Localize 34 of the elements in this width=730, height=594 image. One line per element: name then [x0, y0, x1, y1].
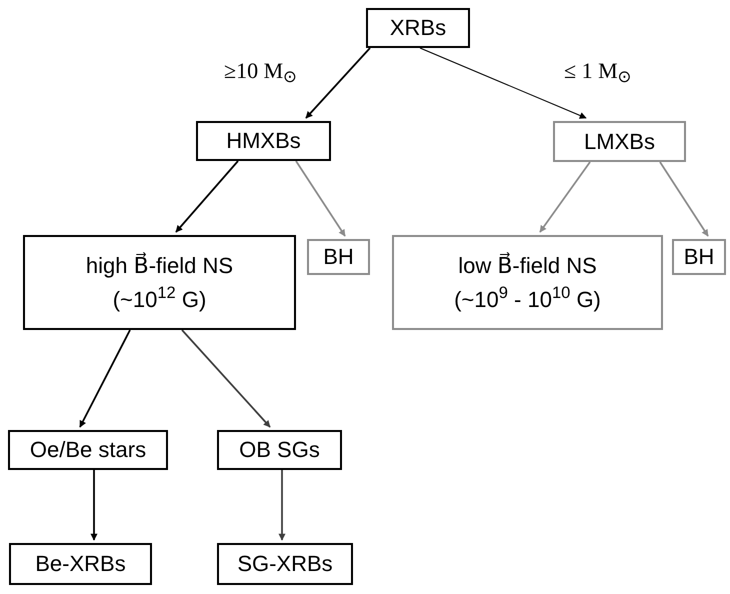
box-text: LMXBs [584, 130, 655, 152]
box-text: XRBs [390, 17, 446, 39]
box-text: Be-XRBs [35, 553, 126, 575]
process-box [8, 430, 168, 470]
process-box [307, 239, 370, 275]
box-text: low B⃗-field NS [458, 254, 597, 276]
process-box [672, 239, 726, 275]
box-text: HMXBs [226, 130, 301, 152]
arrow [539, 161, 591, 233]
process-box [553, 121, 686, 162]
process-box [217, 430, 342, 470]
arrow [79, 330, 131, 428]
process-box [366, 8, 470, 48]
arrow [295, 160, 346, 237]
arrow [305, 47, 371, 119]
box-text: high B⃗-field NS [86, 254, 234, 276]
arrow [278, 470, 286, 541]
process-box [392, 235, 663, 330]
process-box [217, 543, 353, 585]
box-text: OB SGs [239, 439, 320, 461]
box-text: SG-XRBs [237, 553, 333, 575]
arrow [175, 160, 239, 233]
arrow [659, 162, 709, 237]
process-box [196, 121, 331, 161]
box-text: BH [684, 246, 714, 268]
box-text: (~10$^{12}$ G) [112, 288, 206, 310]
process-box [9, 543, 152, 585]
process-box [23, 235, 296, 330]
arrow [420, 48, 587, 119]
box-text: (~10$^{9}$ - 10$^{10}$ G) [454, 288, 601, 310]
box-text: BH [323, 246, 354, 268]
arrow [90, 470, 98, 541]
box-text: Oe/Be stars [30, 439, 146, 461]
arrow [181, 329, 271, 428]
